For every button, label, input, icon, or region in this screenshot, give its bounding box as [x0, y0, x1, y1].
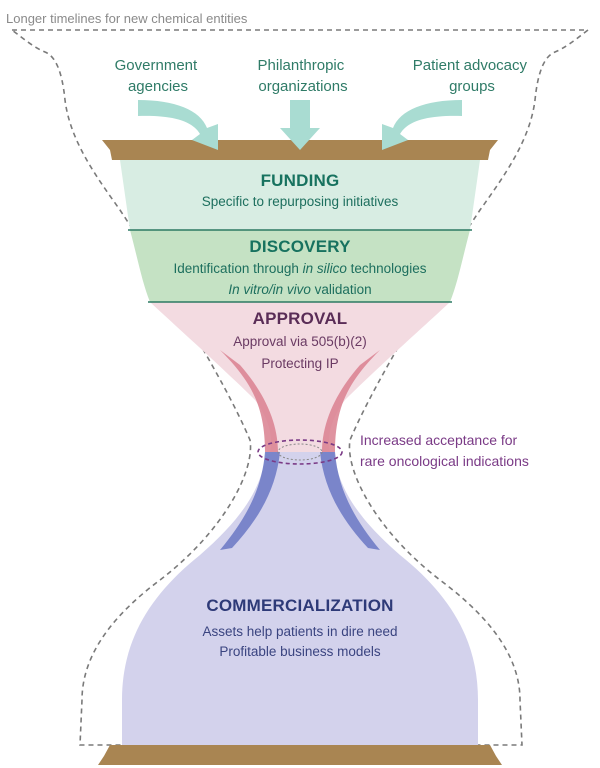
approval-title: APPROVAL	[253, 309, 348, 328]
discovery-title: DISCOVERY	[249, 237, 351, 256]
arrow-philanthropic	[280, 100, 320, 150]
approval-line-1: Approval via 505(b)(2)	[233, 334, 367, 349]
discovery-line-1: Identification through in silico technol…	[174, 261, 427, 276]
source-philanthropic: Philanthropic organizations	[258, 57, 349, 95]
discovery-line-1-suffix: technologies	[347, 261, 427, 276]
outer-dashed-outline	[9, 29, 591, 746]
commercialization-line-1: Assets help patients in dire need	[202, 624, 397, 639]
discovery-line-2-suffix: validation	[311, 282, 372, 297]
commercialization-title: COMMERCIALIZATION	[206, 596, 393, 615]
top-caption: Longer timelines for new chemical entiti…	[6, 11, 248, 26]
commercialization-region	[122, 452, 478, 745]
discovery-line-1-prefix: Identification through	[174, 261, 303, 276]
funding-band	[120, 160, 480, 230]
arrow-government	[138, 100, 218, 150]
approval-edge-right	[322, 350, 380, 452]
approval-edge-left	[220, 350, 278, 452]
source-government: Government agencies	[115, 57, 202, 95]
neck-note: Increased acceptance for rare oncologica…	[360, 432, 529, 469]
neck-ellipse-inner	[277, 443, 323, 461]
source-patient-advocacy: Patient advocacy groups	[413, 57, 531, 95]
discovery-line-2-italic: In vitro/in vivo	[228, 282, 311, 297]
neck-ellipse-outer	[257, 439, 343, 465]
discovery-line-2: In vitro/in vivo validation	[228, 282, 371, 297]
arrow-patient-advocacy	[382, 100, 462, 150]
discovery-line-1-italic: in silico	[303, 261, 348, 276]
funding-line: Specific to repurposing initiatives	[202, 194, 399, 209]
funding-title: FUNDING	[261, 171, 340, 190]
approval-line-2: Protecting IP	[261, 356, 338, 371]
approval-region	[150, 302, 450, 452]
discovery-band	[130, 230, 470, 302]
commercialization-edge-left	[220, 452, 280, 550]
commercialization-line-2: Profitable business models	[219, 644, 381, 659]
bottom-plate	[98, 745, 502, 765]
commercialization-edge-right	[320, 452, 380, 550]
